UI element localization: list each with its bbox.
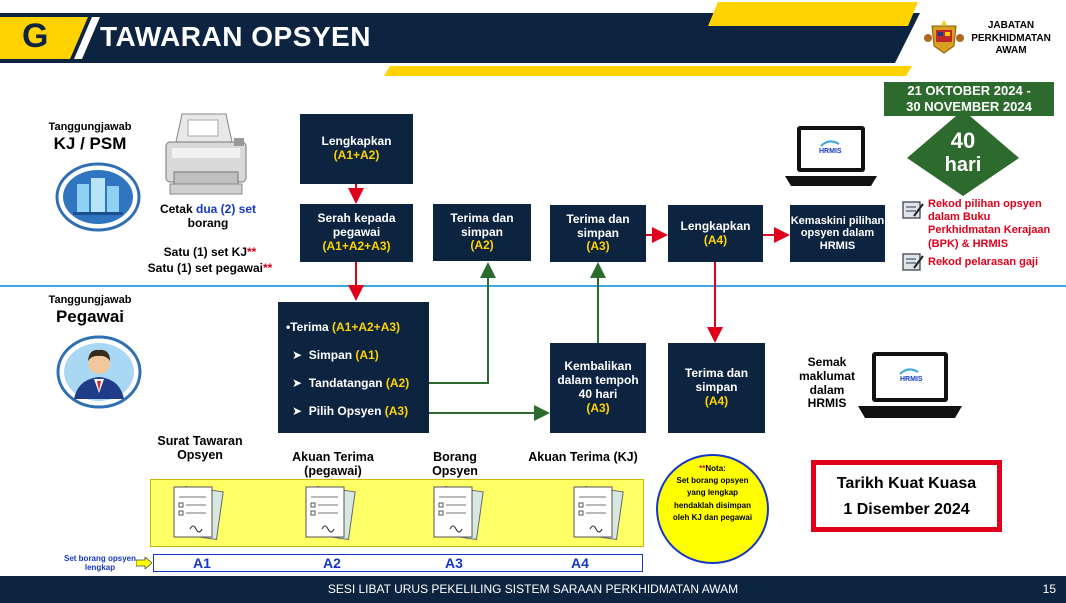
footer-bar: SESI LIBAT URUS PEKELILING SISTEM SARAAN… [0,576,1066,603]
documents-tray [150,479,644,547]
cetak-text: Cetak dua (2) set borang [159,202,257,230]
coat-of-arms-logo [924,20,964,56]
action-tandatangan: ➤ Tandatangan (A2) [292,375,410,390]
kj-title: KJ / PSM [53,134,127,153]
set-borang-arrow-icon [135,556,153,570]
record-row-2: Rekod pelarasan gaji [902,252,1062,272]
kj-heading: Tanggungjawab [48,121,132,133]
footer-text: SESI LIBAT URUS PEKELILING SISTEM SARAAN… [327,582,739,596]
effective-label: Tarikh Kuat Kuasa [836,475,977,492]
code-a2: A2 [323,555,341,571]
effective-date: 1 Disember 2024 [843,501,970,518]
document-icon-a3 [428,483,488,543]
set-borang-label: Set borang opsyen lengkap [64,554,137,573]
doc-title-a1: Surat Tawaran Opsyen [157,434,243,463]
date-range-badge: 21 OKTOBER 2024 - 30 NOVEMBER 2024 [884,82,1054,116]
effective-date-box: Tarikh Kuat Kuasa 1 Disember 2024 [811,460,1002,532]
record-row-1: Rekod pilihan opsyen dalam Buku Perkhidm… [902,198,1062,251]
arrow-bullet-icon: ➤ [292,375,309,390]
document-icon-a1 [168,483,228,543]
header-bar: G TAWARAN OPSYEN [0,13,920,63]
box-pegawai-actions: •Terima (A1+A2+A3) ➤ Simpan (A1) ➤ Tanda… [278,302,429,433]
notepad-icon [902,200,924,220]
pegawai-heading: Tanggungjawab [48,294,132,306]
building-icon [55,162,141,232]
doc-title-a2: Akuan Terima (pegawai) [292,450,374,479]
hrmis-logo-text: HRMIS [819,148,842,155]
document-icon-a4 [568,483,628,543]
laptop-semak-icon: HRMIS [856,350,964,422]
page-title: TAWARAN OPSYEN [100,21,371,52]
arrow-bullet-icon: ➤ [292,403,309,418]
nota-bubble: **Nota: Set borang opsyen yang lengkap h… [656,454,769,564]
days-unit: hari [944,154,982,176]
code-a4: A4 [571,555,589,571]
box-serah-pegawai: Serah kepada pegawai (A1+A2+A3) [300,204,413,262]
page-number: 15 [1042,582,1056,596]
box-terima-a2: Terima dan simpan (A2) [433,204,531,261]
box-lengkapkan-a1a2: Lengkapkan (A1+A2) [300,114,413,184]
action-simpan: ➤ Simpan (A1) [292,347,379,362]
arrow-bullet-icon: ➤ [292,347,309,362]
hrmis-logo-text: HRMIS [900,376,923,383]
box-lengkapkan-a4: Lengkapkan (A4) [668,205,763,262]
person-avatar-icon [56,335,142,409]
document-icon-a2 [300,483,360,543]
box-terima-a3: Terima dan simpan (A3) [550,205,646,262]
org-name: JABATAN PERKHIDMATAN AWAM [971,20,1051,56]
printer-icon [160,112,252,200]
codes-bar: A1 A2 A3 A4 [153,554,643,572]
box-kembalikan: Kembalikan dalam tempoh 40 hari (A3) [550,343,646,433]
doc-title-a4: Akuan Terima (KJ) [528,450,638,464]
code-a1: A1 [193,555,211,571]
section-letter: G [22,17,49,55]
box-kemaskini-hrmis: Kemaskini pilihan opsyen dalam HRMIS [790,205,885,262]
pegawai-title: Pegawai [55,307,125,326]
action-pilih: ➤ Pilih Opsyen (A3) [292,403,409,418]
days-diamond: 40 hari [904,106,1022,196]
action-terima: •Terima (A1+A2+A3) [286,319,401,334]
notepad-icon [902,252,924,272]
box-terima-a4: Terima dan simpan (A4) [668,343,765,433]
arrow-tandatangan-to-terima-a2 [429,262,496,384]
responsibility-divider [0,285,1066,287]
laptop-hrmis-icon: HRMIS [783,124,879,192]
doc-title-a3: Borang Opsyen [432,450,478,479]
semak-text: Semak maklumat dalam HRMIS [798,355,856,411]
code-a3: A3 [445,555,463,571]
days-number: 40 [950,128,976,153]
satu-set-text: Satu (1) set KJ** Satu (1) set pegawai** [147,245,273,275]
